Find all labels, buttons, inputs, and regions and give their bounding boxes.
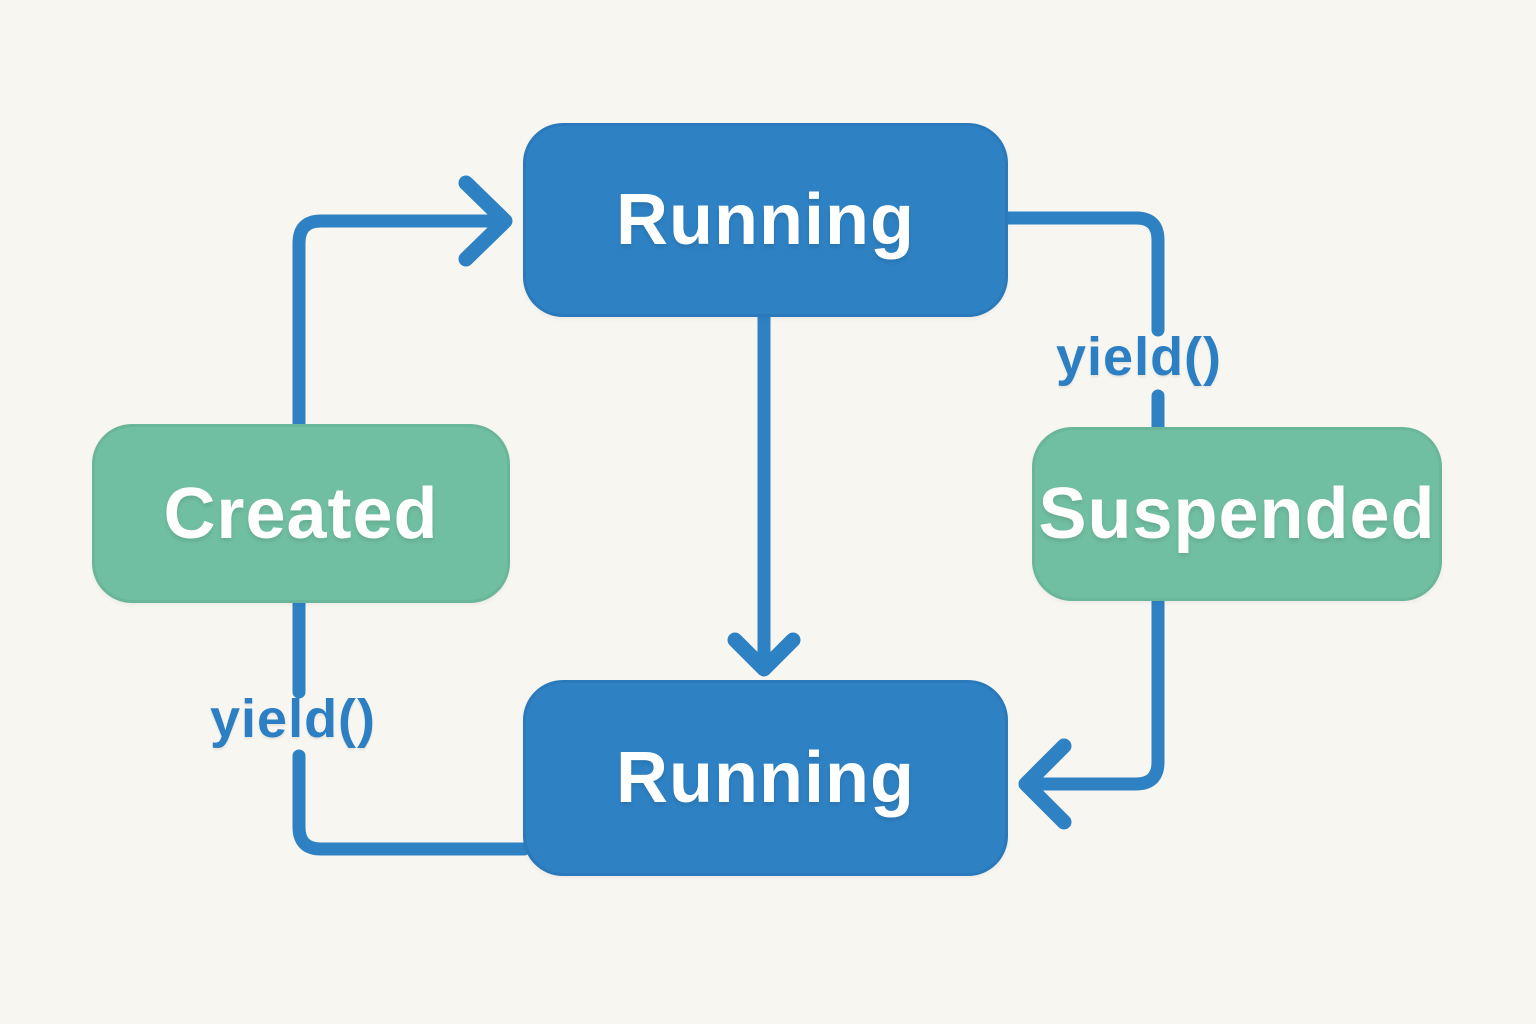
node-suspended-label: Suspended xyxy=(1038,474,1436,554)
node-suspended: Suspended xyxy=(1032,427,1442,601)
edge-label-yield-right: yield() xyxy=(1056,327,1223,387)
node-created-label: Created xyxy=(163,473,439,554)
right-loop-upper-segment xyxy=(1001,211,1165,337)
arrowhead-down-icon xyxy=(727,632,801,677)
node-running-bottom: Running xyxy=(523,680,1008,876)
arrowhead-into-running-top-icon xyxy=(458,175,513,267)
node-created: Created xyxy=(92,424,510,603)
arrowhead-into-running-bottom-icon xyxy=(1018,738,1072,830)
left-loop-upper-segment xyxy=(292,214,499,699)
node-running-bottom-label: Running xyxy=(616,738,915,818)
node-running-top-label: Running xyxy=(616,180,915,260)
left-loop-lower-segment xyxy=(292,749,531,856)
edge-label-yield-left: yield() xyxy=(210,689,377,749)
right-loop-lower-segment xyxy=(1035,389,1165,791)
node-running-top: Running xyxy=(523,123,1008,317)
